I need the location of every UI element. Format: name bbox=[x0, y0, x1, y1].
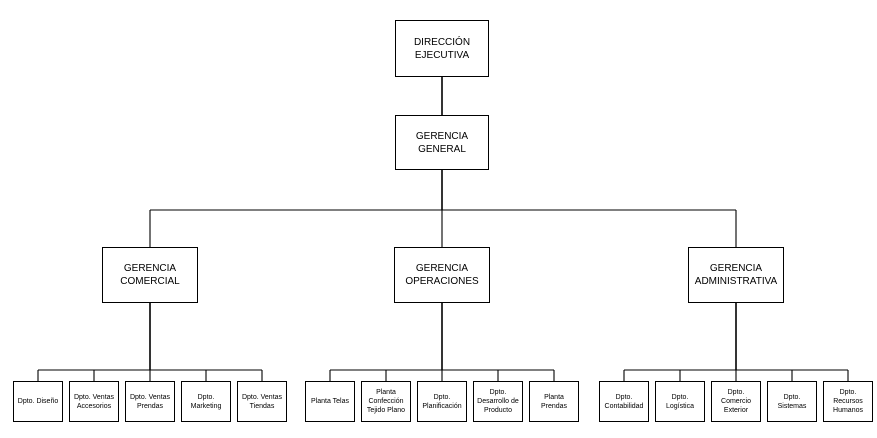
dept-box-ventas-prendas: Dpto. Ventas Prendas bbox=[125, 381, 175, 422]
dept-box-planificacion: Dpto. Planificación bbox=[417, 381, 467, 422]
dept-box-planta-prendas: Planta Prendas bbox=[529, 381, 579, 422]
dept-box-marketing: Dpto. Marketing bbox=[181, 381, 231, 422]
box-direccion-ejecutiva: DIRECCIÓN EJECUTIVA bbox=[395, 20, 489, 77]
dept-box-desarrollo-producto: Dpto. Desarrollo de Producto bbox=[473, 381, 523, 422]
box-gerencia-administrativa: GERENCIA ADMINISTRATIVA bbox=[688, 247, 784, 303]
box-gerencia-operaciones: GERENCIA OPERACIONES bbox=[394, 247, 490, 303]
dept-box-recursos-humanos: Dpto. Recursos Humanos bbox=[823, 381, 873, 422]
dept-box-diseno: Dpto. Diseño bbox=[13, 381, 63, 422]
dept-box-ventas-accesorios: Dpto. Ventas Accesorios bbox=[69, 381, 119, 422]
dept-box-ventas-tiendas: Dpto. Ventas Tiendas bbox=[237, 381, 287, 422]
dept-box-planta-telas: Planta Telas bbox=[305, 381, 355, 422]
dept-box-sistemas: Dpto. Sistemas bbox=[767, 381, 817, 422]
dept-box-comercio-exterior: Dpto. Comercio Exterior bbox=[711, 381, 761, 422]
dept-box-planta-confeccion: Planta Confección Tejido Plano bbox=[361, 381, 411, 422]
box-gerencia-comercial: GERENCIA COMERCIAL bbox=[102, 247, 198, 303]
dept-box-logistica: Dpto. Logística bbox=[655, 381, 705, 422]
box-gerencia-general: GERENCIA GENERAL bbox=[395, 115, 489, 170]
dept-box-contabilidad: Dpto. Contabilidad bbox=[599, 381, 649, 422]
